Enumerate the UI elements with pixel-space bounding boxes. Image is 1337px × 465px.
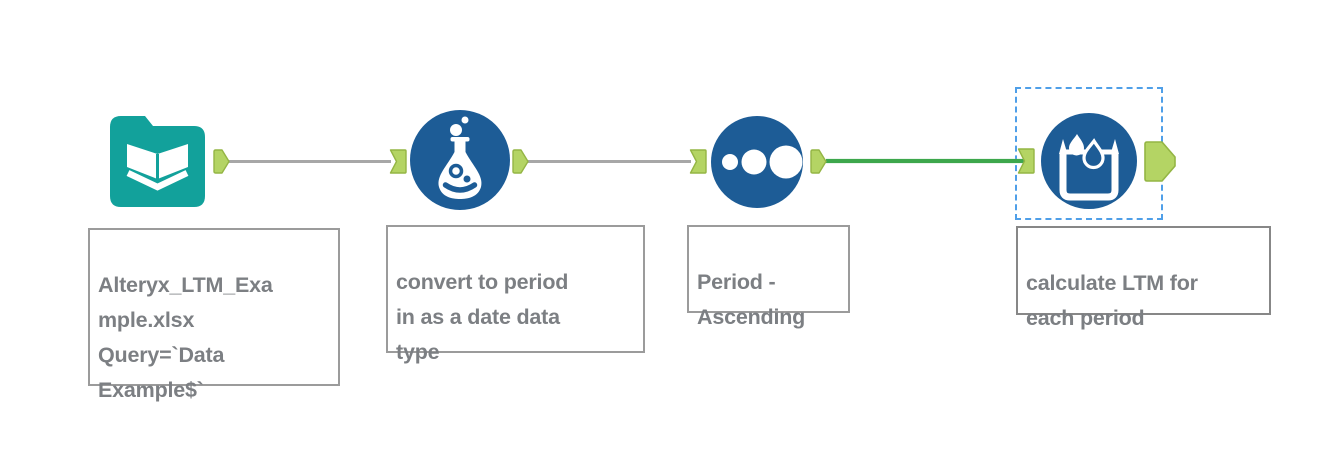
tool-input-data[interactable]	[110, 116, 205, 212]
tool-sort[interactable]	[711, 116, 803, 213]
input-anchor-sort[interactable]	[689, 149, 707, 174]
multi-row-formula-icon	[1041, 113, 1137, 209]
annotation-text: convert to period in as a date data type	[396, 270, 569, 364]
input-data-icon	[110, 116, 205, 207]
output-anchor-input-data[interactable]	[213, 149, 230, 174]
input-anchor-formula[interactable]	[389, 149, 407, 174]
annotation-multi-row-formula[interactable]: calculate LTM for each period	[1016, 226, 1271, 330]
connection-sort-to-multi-row-formula[interactable]	[826, 159, 1024, 163]
annotation-text: Period - Ascending	[697, 270, 806, 329]
annotation-text: calculate LTM for each period	[1026, 271, 1198, 330]
formula-icon	[410, 110, 510, 210]
connection-input-data-to-formula[interactable]	[229, 160, 391, 163]
annotation-input-data[interactable]: Alteryx_LTM_Exa mple.xlsx Query=`Data Ex…	[88, 228, 340, 402]
sort-icon	[711, 116, 803, 208]
tool-multi-row-formula[interactable]	[1041, 113, 1137, 214]
annotation-sort[interactable]: Period - Ascending	[687, 225, 850, 329]
tool-formula[interactable]	[409, 109, 511, 216]
connection-formula-to-sort[interactable]	[528, 160, 691, 163]
output-anchor-multi-row-formula[interactable]	[1143, 140, 1177, 183]
annotation-formula[interactable]: convert to period in as a date data type	[386, 225, 645, 364]
output-anchor-formula[interactable]	[512, 149, 529, 174]
annotation-text: Alteryx_LTM_Exa mple.xlsx Query=`Data Ex…	[98, 273, 273, 402]
output-anchor-sort[interactable]	[810, 149, 827, 174]
input-anchor-multi-row-formula[interactable]	[1017, 148, 1035, 174]
